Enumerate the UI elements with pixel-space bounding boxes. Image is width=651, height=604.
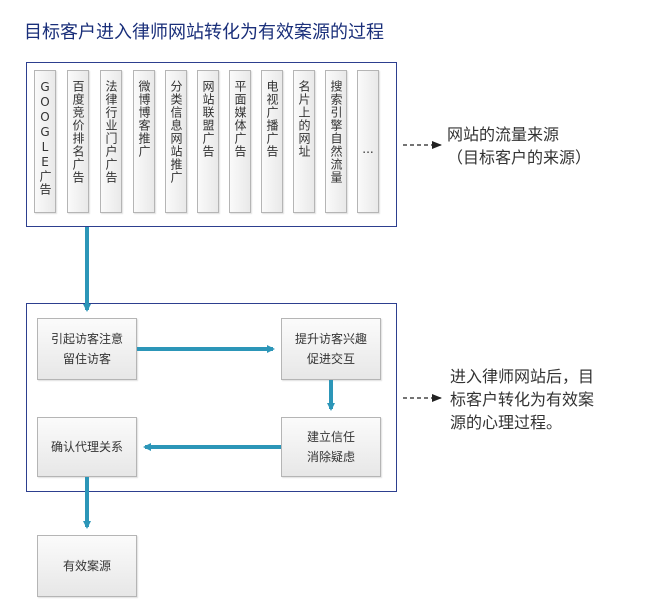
source-label: 分类信息网站推广 (169, 80, 183, 184)
source-affiliate-ads: 网站联盟广告 (197, 70, 219, 213)
source-label: 名片上的网址 (297, 80, 311, 158)
source-label: 平面媒体广告 (233, 80, 247, 158)
source-google-ads: GOOGLE广告 (34, 70, 56, 213)
step-attract-visitor: 引起访客注意 留住访客 (37, 318, 137, 380)
source-label: 电视广播广告 (265, 80, 279, 158)
page-title: 目标客户进入律师网站转化为有效案源的过程 (24, 22, 384, 43)
source-baidu-ppc: 百度竞价排名广告 (67, 70, 89, 213)
source-label: 百度竞价排名广告 (71, 80, 85, 184)
source-label: GOOGLE广告 (38, 80, 52, 196)
source-more: ... (357, 70, 379, 213)
source-label: 网站联盟广告 (201, 80, 215, 158)
source-label: 法律行业门户广告 (104, 80, 118, 184)
process-annotation: 进入律师网站后，目 标客户转化为有效案 源的心理过程。 (450, 367, 595, 432)
source-print-media: 平面媒体广告 (229, 70, 251, 213)
source-business-card-url: 名片上的网址 (293, 70, 315, 213)
source-weibo-blog: 微博博客推广 (133, 70, 155, 213)
source-organic-search: 搜索引擎自然流量 (325, 70, 347, 213)
sources-annotation: 网站的流量来源 （目标客户的来源） (447, 125, 592, 167)
step-raise-interest: 提升访客兴趣 促进交互 (281, 318, 381, 380)
source-tv-radio: 电视广播广告 (261, 70, 283, 213)
source-label: 搜索引擎自然流量 (329, 80, 343, 184)
source-label: 微博博客推广 (137, 80, 151, 158)
source-legal-portal-ads: 法律行业门户广告 (100, 70, 122, 213)
source-classified-sites: 分类信息网站推广 (165, 70, 187, 213)
step-confirm-representation: 确认代理关系 (37, 417, 137, 477)
step-valid-case-source: 有效案源 (37, 535, 137, 597)
source-more-label: ... (362, 142, 374, 156)
step-build-trust: 建立信任 消除疑虑 (281, 417, 381, 477)
